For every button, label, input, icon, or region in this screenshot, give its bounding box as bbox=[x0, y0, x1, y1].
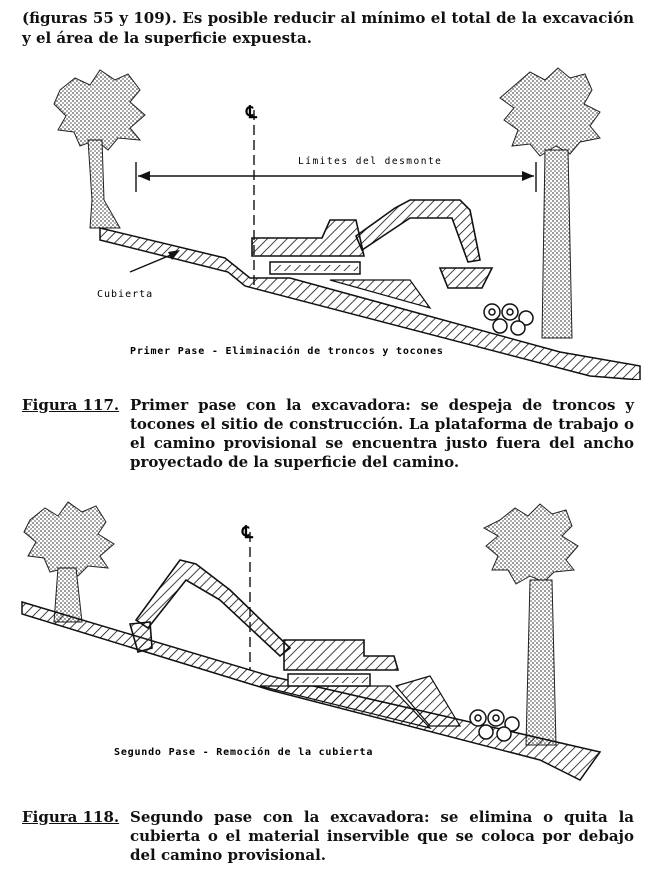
tree-left bbox=[53, 69, 146, 229]
centerline-symbol: ℄ bbox=[241, 523, 254, 543]
figure-118-caption-text: Segundo pase con la excavadora: se elimi… bbox=[130, 808, 634, 864]
intro-paragraph: (figuras 55 y 109). Es posible reducir a… bbox=[22, 9, 634, 47]
tree-right bbox=[499, 67, 601, 339]
log-pile bbox=[469, 709, 520, 742]
excavator-second-pass bbox=[128, 559, 400, 687]
excavator-first-pass bbox=[251, 199, 494, 289]
tree-left bbox=[23, 501, 115, 623]
stage-label-first-pass: Primer Pase - Eliminación de troncos y t… bbox=[130, 345, 444, 357]
figure-117-illustration: ℄ Límites del desmonte Cubierta Primer P… bbox=[53, 67, 641, 380]
limits-label: Límites del desmonte bbox=[298, 156, 442, 167]
clearing-limits-arrow bbox=[135, 162, 537, 192]
figure-117-caption: Figura 117. Primer pase con la excavador… bbox=[22, 396, 634, 471]
ground-slope bbox=[99, 227, 641, 380]
figure-118-caption: Figura 118. Segundo pase con la excavado… bbox=[22, 808, 634, 870]
figure-118-label: Figura 118. bbox=[22, 808, 120, 826]
ground-slope bbox=[21, 600, 602, 781]
cover-label: Cubierta bbox=[97, 289, 153, 300]
figure-117-caption-text: Primer pase con la excavadora: se despej… bbox=[130, 396, 634, 471]
figure-117-label: Figura 117. bbox=[22, 396, 120, 414]
centerline-symbol: ℄ bbox=[245, 103, 258, 123]
figure-118-illustration: ℄ Segundo Pase - Remoción de la cubierta bbox=[21, 501, 602, 781]
log-pile bbox=[483, 303, 534, 336]
tree-right bbox=[482, 503, 579, 746]
stage-label-second-pass: Segundo Pase - Remoción de la cubierta bbox=[114, 746, 373, 758]
